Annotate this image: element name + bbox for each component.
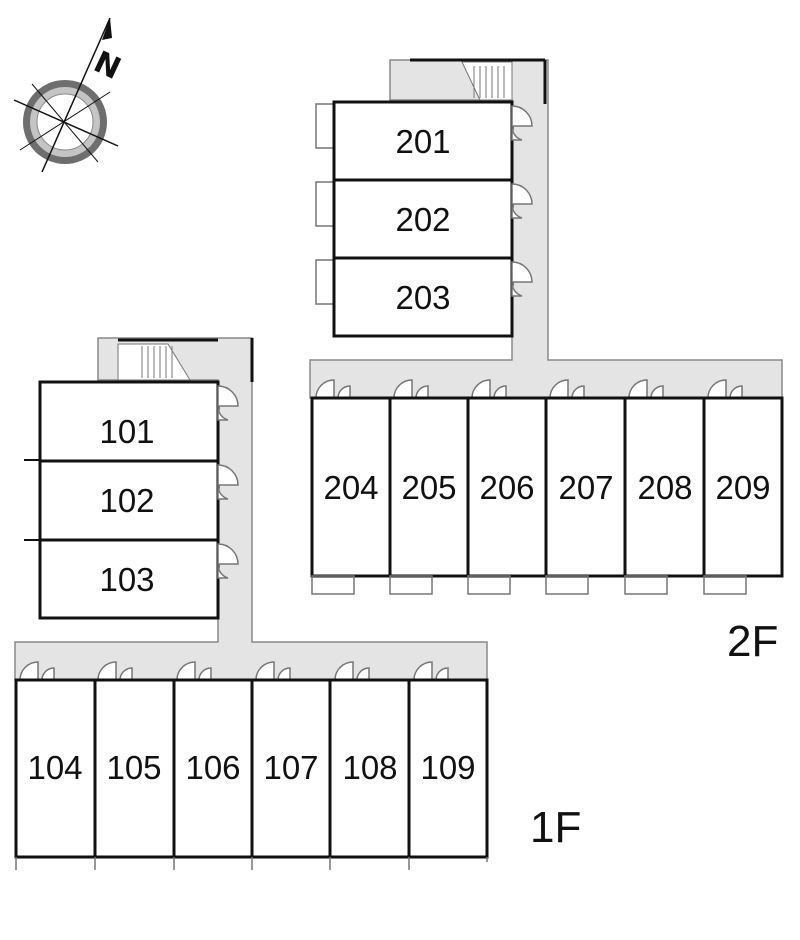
door-icon [41, 667, 55, 681]
balcony-202 [315, 181, 335, 227]
door-icon [176, 661, 196, 681]
unit-label-105: 105 [106, 749, 161, 786]
unit-label-201: 201 [395, 123, 450, 160]
unit-label-104: 104 [27, 749, 82, 786]
first-floor-upper-block: 101 102 103 [24, 380, 239, 620]
door-202-side-icon [511, 203, 523, 219]
floor-label-1f: 1F [530, 803, 581, 852]
door-icon [549, 379, 569, 399]
balcony-204 [311, 575, 355, 595]
door-icon [19, 661, 39, 681]
compass-diagonal-line [31, 83, 99, 163]
unit-label-107: 107 [263, 749, 318, 786]
door-icon [97, 661, 117, 681]
door-icon [493, 385, 507, 399]
door-icon [334, 661, 354, 681]
first-floor-terrace-lines [15, 857, 488, 870]
door-102-side-icon [217, 484, 229, 500]
compass-north-label: N [88, 45, 126, 87]
unit-label-102: 102 [99, 482, 154, 519]
balcony-209 [703, 575, 747, 595]
floor-label-2f: 2F [727, 617, 778, 666]
door-icon [356, 667, 370, 681]
balcony-201 [315, 103, 335, 149]
door-icon [729, 385, 743, 399]
balcony-208 [624, 575, 668, 595]
door-201-icon [511, 105, 533, 127]
door-icon [413, 661, 433, 681]
unit-label-101: 101 [99, 413, 154, 450]
unit-104 [14, 678, 97, 859]
second-floor-corridor [309, 59, 783, 399]
door-101-icon [217, 385, 239, 407]
first-floor: 101 102 103 [14, 337, 581, 870]
doors-104-109 [19, 661, 449, 681]
unit-101 [38, 380, 220, 463]
compass-diagonal-line [19, 91, 111, 151]
unit-105 [93, 678, 176, 859]
door-icon [650, 385, 664, 399]
first-floor-stair [117, 338, 254, 382]
unit-label-204: 204 [323, 469, 378, 506]
door-icon [707, 379, 727, 399]
compass-cross-line [13, 99, 119, 147]
balcony-207 [545, 575, 589, 595]
compass-north-arrow-icon [102, 18, 112, 40]
doors-204-209 [315, 379, 743, 399]
unit-label-109: 109 [420, 749, 475, 786]
door-icon [435, 667, 449, 681]
unit-203 [332, 256, 514, 338]
door-icon [571, 385, 585, 399]
compass-ring-line [36, 93, 94, 151]
door-202-icon [511, 183, 533, 205]
door-icon [415, 385, 429, 399]
second-floor: 201 202 203 [309, 58, 784, 666]
unit-107 [250, 678, 332, 859]
compass-needle [41, 17, 111, 173]
second-floor-stair [410, 58, 547, 104]
door-icon [119, 667, 133, 681]
door-101-side-icon [217, 405, 229, 421]
unit-label-206: 206 [479, 469, 534, 506]
compass: N [13, 17, 126, 173]
door-icon [315, 379, 335, 399]
unit-103 [38, 538, 220, 620]
unit-label-209: 209 [715, 469, 770, 506]
unit-label-202: 202 [395, 201, 450, 238]
unit-label-207: 207 [558, 469, 613, 506]
unit-label-108: 108 [342, 749, 397, 786]
balcony-203 [315, 259, 335, 305]
door-201-side-icon [511, 125, 523, 141]
balcony-205 [389, 575, 433, 595]
second-floor-upper-block: 201 202 203 [315, 100, 533, 338]
unit-label-106: 106 [185, 749, 240, 786]
door-203-side-icon [511, 281, 523, 297]
unit-label-203: 203 [395, 279, 450, 316]
door-icon [255, 661, 275, 681]
unit-109 [407, 678, 489, 859]
balcony-206 [467, 575, 511, 595]
unit-209 [702, 396, 784, 578]
door-icon [198, 667, 212, 681]
door-icon [393, 379, 413, 399]
unit-label-208: 208 [637, 469, 692, 506]
first-floor-lower-block: 104 105 106 107 108 109 [14, 661, 489, 870]
unit-label-205: 205 [401, 469, 456, 506]
second-floor-lower-block: 204 205 206 207 208 209 [310, 379, 784, 595]
unit-204 [310, 396, 392, 578]
door-icon [471, 379, 491, 399]
door-icon [337, 385, 351, 399]
door-203-icon [511, 261, 533, 283]
door-103-icon [217, 543, 239, 565]
door-icon [628, 379, 648, 399]
door-102-icon [217, 464, 239, 486]
door-icon [277, 667, 291, 681]
unit-205 [388, 396, 470, 578]
unit-206 [466, 396, 548, 578]
unit-106 [172, 678, 254, 859]
door-103-side-icon [217, 563, 229, 579]
unit-label-103: 103 [99, 561, 154, 598]
